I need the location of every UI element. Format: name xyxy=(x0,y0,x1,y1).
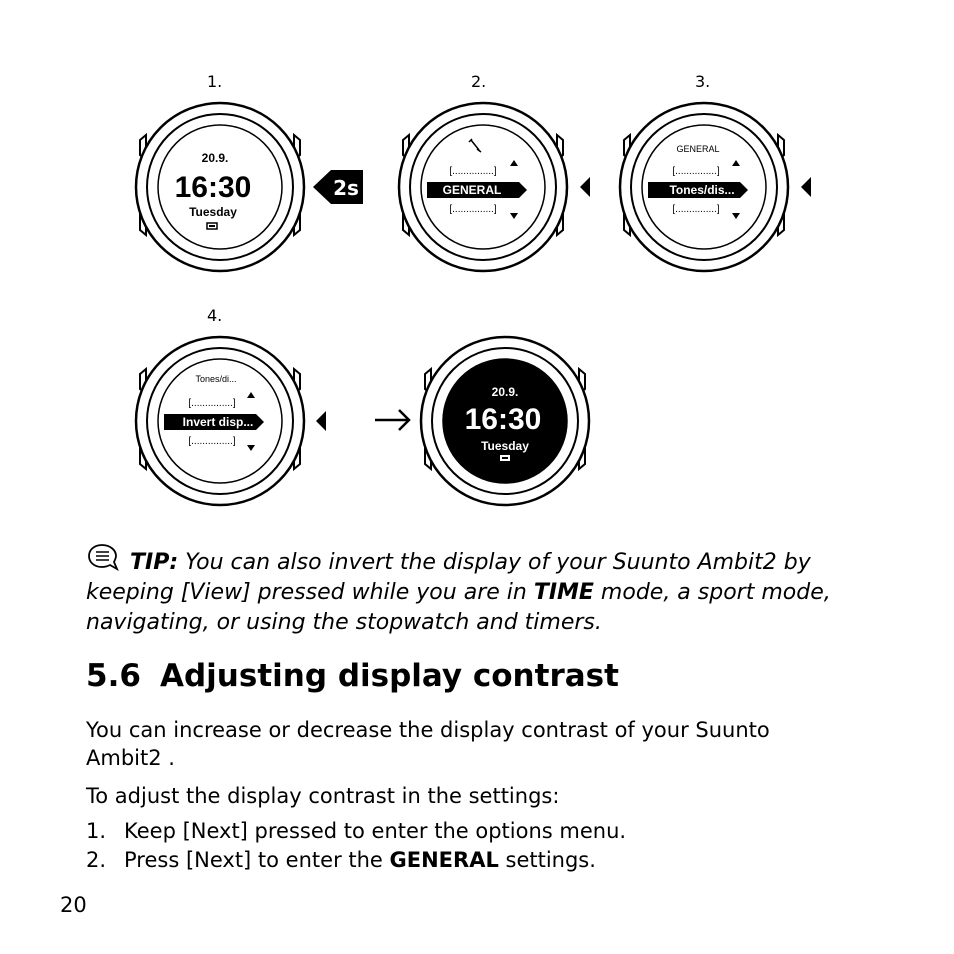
watch4-placeholder-top: [...............] xyxy=(188,398,235,409)
watch5-date: 20.9. xyxy=(492,385,519,399)
list-text-pre: Press [Next] to enter the xyxy=(124,848,390,872)
watch1-date: 20.9. xyxy=(202,151,229,165)
watch5-day: Tuesday xyxy=(481,439,529,453)
watch-inverted-display: 20.9. 16:30 Tuesday xyxy=(415,334,595,509)
watch2-placeholder-top: [...............] xyxy=(449,166,496,177)
watch3-header: GENERAL xyxy=(676,144,719,154)
tip-block: TIP: You can also invert the display of … xyxy=(86,543,886,638)
tip-time-word: TIME xyxy=(533,580,594,605)
step-number-1: 1. xyxy=(207,72,223,91)
watch2-placeholder-bottom: [...............] xyxy=(449,204,496,215)
watch1-time: 16:30 xyxy=(175,171,252,204)
next-button-arrow xyxy=(316,411,326,431)
result-arrow-icon xyxy=(373,406,413,434)
tip-text-b: mode, a sport mode, navigating, or using… xyxy=(86,580,831,635)
watch4-placeholder-bottom: [...............] xyxy=(188,436,235,447)
tip-label: TIP: xyxy=(130,550,179,575)
watch1-day: Tuesday xyxy=(189,205,237,219)
list-text-bold: GENERAL xyxy=(389,848,499,872)
watch4-selected: Invert disp... xyxy=(183,415,254,429)
lead-paragraph: To adjust the display contrast in the se… xyxy=(86,784,560,808)
watch3-placeholder-top: [...............] xyxy=(672,166,719,177)
watch-general-menu: GENERAL [...............] Tones/dis... [… xyxy=(614,100,814,275)
watch-options-menu: [...............] GENERAL [.............… xyxy=(393,100,593,275)
section-heading: 5.6 Adjusting display contrast xyxy=(86,658,619,694)
watch2-selected: GENERAL xyxy=(443,183,502,197)
step-number-2: 2. xyxy=(471,72,487,91)
list-item: 2. Press [Next] to enter the GENERAL sett… xyxy=(86,846,596,874)
tip-text-a: You can also invert the display of your … xyxy=(86,550,811,605)
step-number-3: 3. xyxy=(695,72,711,91)
section-title: Adjusting display contrast xyxy=(160,658,619,694)
list-text-post: settings. xyxy=(498,848,596,872)
watch-tones-display-menu: Tones/di... [...............] Invert dis… xyxy=(130,334,330,509)
watch5-time: 16:30 xyxy=(465,403,542,436)
list-number: 2. xyxy=(86,848,107,872)
section-number: 5.6 xyxy=(86,658,141,694)
battery-icon xyxy=(206,222,218,230)
next-button-arrow xyxy=(580,177,590,197)
list-number: 1. xyxy=(86,819,107,843)
hold-2s-badge: 2s xyxy=(313,170,365,204)
next-button-arrow xyxy=(801,177,811,197)
battery-icon xyxy=(500,455,510,461)
watch4-header: Tones/di... xyxy=(195,374,236,384)
watch3-placeholder-bottom: [...............] xyxy=(672,204,719,215)
watch-time-display: 20.9. 16:30 Tuesday xyxy=(130,100,310,275)
list-item: 1. Keep [Next] pressed to enter the optio… xyxy=(86,817,626,845)
hold-2s-label: 2s xyxy=(333,176,359,200)
wrench-icon xyxy=(468,138,482,153)
intro-paragraph: You can increase or decrease the display… xyxy=(86,718,770,770)
list-text: Keep [Next] pressed to enter the options… xyxy=(124,819,627,843)
page-number: 20 xyxy=(60,893,87,917)
speech-bubble-icon xyxy=(86,543,120,572)
step-number-4: 4. xyxy=(207,306,223,325)
watch3-selected: Tones/dis... xyxy=(669,183,734,197)
